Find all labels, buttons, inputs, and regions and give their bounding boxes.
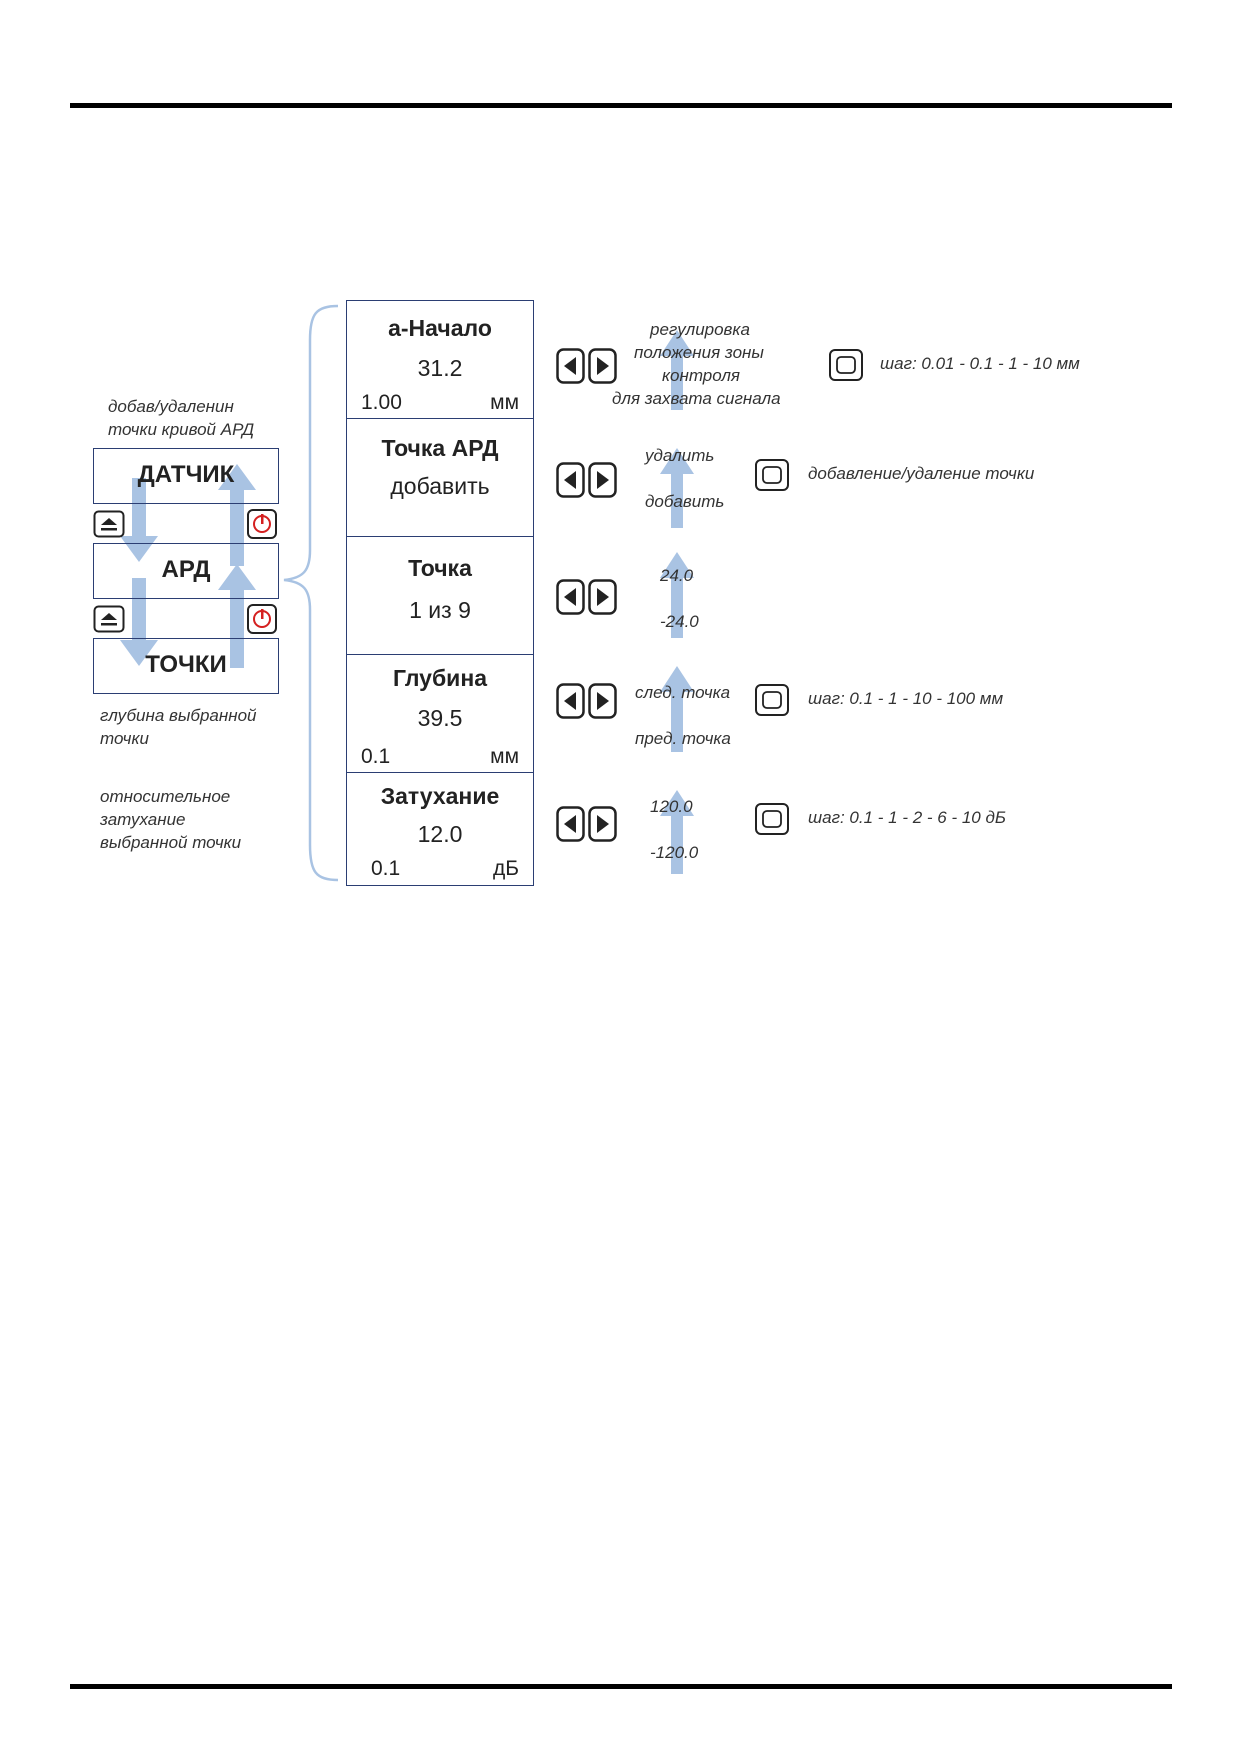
row2-text-up: удалить (645, 446, 715, 465)
cell-point-value: 1 из 9 (409, 597, 471, 623)
menu-enter-button-2[interactable] (246, 603, 278, 635)
row1-text-1: регулировка (650, 320, 750, 339)
menu-item-tochki-label: ТОЧКИ (145, 651, 227, 678)
row3-text-up: 24.0 (660, 566, 694, 585)
up-arrow-row3 (660, 552, 694, 638)
cell-depth-title: Глубина (392, 665, 488, 691)
row5-text-down: -120.0 (650, 843, 699, 862)
row3-text-down: -24.0 (660, 612, 699, 631)
ok-button-row1[interactable] (828, 348, 864, 382)
menu-item-ard[interactable]: АРД (93, 543, 279, 599)
row2-text-down: добавить (645, 492, 725, 511)
up-arrow-row5 (660, 790, 694, 874)
cell-point-title: Точка (408, 555, 472, 581)
row1-text-2: положения зоны (634, 343, 764, 362)
row5-text-up: 120.0 (650, 797, 693, 816)
up-arrow-row1 (660, 330, 694, 410)
cell-a-start-title: а-Начало (388, 315, 492, 341)
menu-nav-arrows (120, 464, 256, 668)
cell-depth[interactable]: Глубина 39.5 0.1 мм (347, 655, 533, 773)
cell-a-start-unit: мм (490, 391, 519, 414)
bottom-rule (70, 1684, 1172, 1689)
left-right-buttons-row3[interactable] (556, 579, 618, 615)
cell-attenuation-step: 0.1 (371, 857, 401, 880)
top-rule (70, 103, 1172, 108)
ok-button-row5[interactable] (754, 802, 790, 836)
row4-text-down: пред. точка (635, 729, 731, 748)
left-right-buttons-row2[interactable] (556, 462, 618, 498)
cell-a-start[interactable]: а-Начало 31.2 1.00 мм (347, 301, 533, 419)
note-depth-2: точки (100, 729, 149, 748)
note-atten-3: выбранной точки (100, 833, 242, 852)
row5-step-text: шаг: 0.1 - 1 - 2 - 6 - 10 дБ (808, 808, 1006, 827)
menu-up-button-1[interactable] (93, 510, 125, 538)
cell-attenuation-title: Затухание (380, 783, 500, 809)
cell-ard-point-title: Точка АРД (381, 435, 499, 461)
note-atten: относительное (100, 787, 231, 806)
row1-text-3: контроля (662, 366, 741, 385)
menu-item-datchik-label: ДАТЧИК (137, 461, 235, 488)
cell-depth-step: 0.1 (361, 745, 391, 768)
cell-depth-unit: мм (490, 745, 519, 768)
row1-text-4: для захвата сигнала (612, 389, 781, 408)
parameter-panel: а-Начало 31.2 1.00 мм Точка АРД добавить… (346, 300, 534, 886)
row2-ok-text: добавление/удаление точки (808, 464, 1035, 483)
menu-item-tochki[interactable]: ТОЧКИ (93, 638, 279, 694)
left-right-buttons-row5[interactable] (556, 806, 618, 842)
left-right-buttons-row1[interactable] (556, 348, 618, 384)
note-depth: глубина выбранной (100, 706, 257, 725)
menu-item-datchik[interactable]: ДАТЧИК (93, 448, 279, 504)
menu-up-button-2[interactable] (93, 605, 125, 633)
up-arrow-row4 (660, 666, 694, 752)
cell-ard-point-value: добавить (390, 473, 490, 499)
cell-point[interactable]: Точка 1 из 9 (347, 537, 533, 655)
menu-item-ard-label: АРД (161, 556, 211, 583)
cell-a-start-value: 31.2 (417, 355, 463, 381)
ok-button-row2[interactable] (754, 458, 790, 492)
cell-depth-value: 39.5 (417, 705, 463, 731)
cell-a-start-step: 1.00 (361, 391, 402, 414)
cell-attenuation[interactable]: Затухание 12.0 0.1 дБ (347, 773, 533, 885)
curly-brace (283, 304, 339, 882)
note-add-remove: добав/удаленин (108, 397, 234, 416)
menu-enter-button-1[interactable] (246, 508, 278, 540)
row1-step-text: шаг: 0.01 - 0.1 - 1 - 10 мм (880, 354, 1080, 373)
up-arrow-row2 (660, 448, 694, 528)
cell-ard-point[interactable]: Точка АРД добавить (347, 419, 533, 537)
note-atten-2: затухание (100, 810, 186, 829)
row4-text-up: след. точка (635, 683, 731, 702)
note-add-remove-2: точки кривой АРД (108, 420, 255, 439)
row4-step-text: шаг: 0.1 - 1 - 10 - 100 мм (808, 689, 1004, 708)
cell-attenuation-value: 12.0 (417, 821, 463, 847)
left-right-buttons-row4[interactable] (556, 683, 618, 719)
ok-button-row4[interactable] (754, 683, 790, 717)
cell-attenuation-unit: дБ (492, 857, 519, 880)
